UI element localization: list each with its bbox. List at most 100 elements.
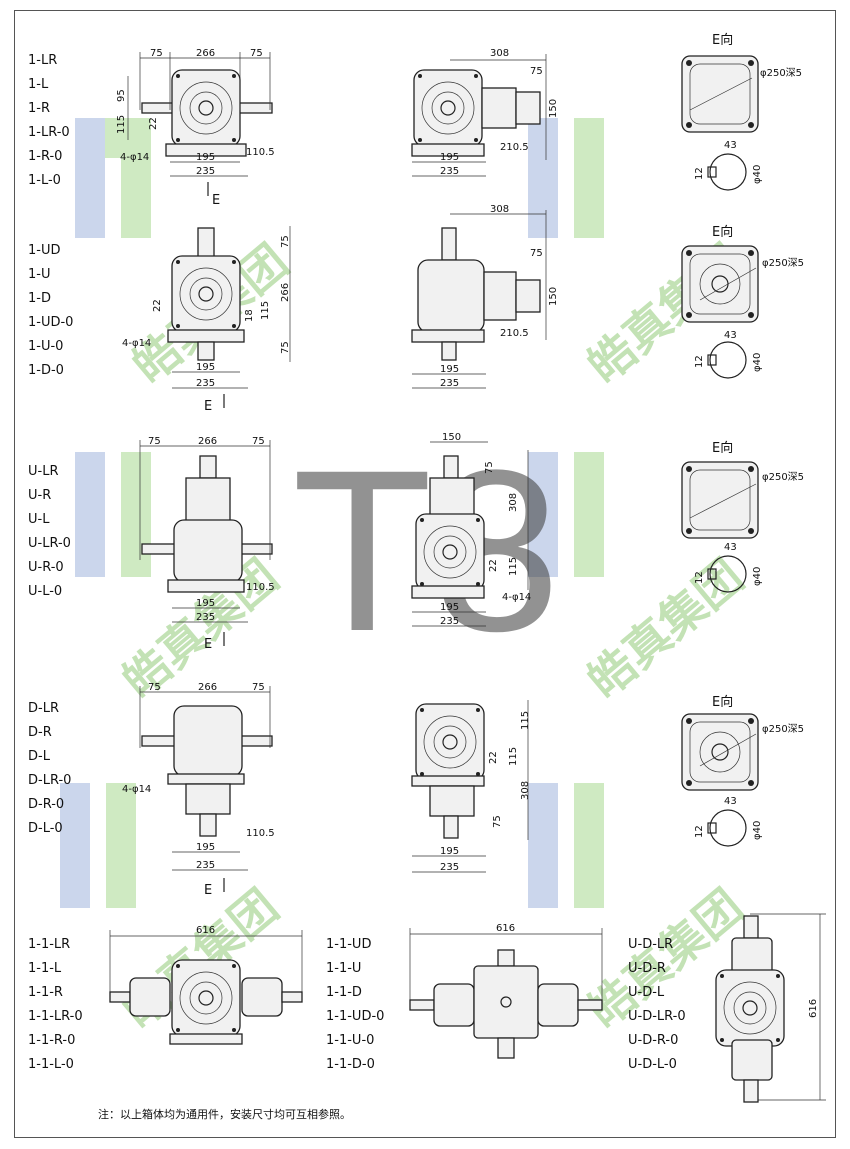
e-view-1: E向 φ250深5 43 12 φ40 — [681, 32, 802, 191]
svg-text:U-LR: U-LR — [28, 464, 58, 479]
svg-text:22: 22 — [152, 299, 163, 312]
svg-text:75: 75 — [252, 682, 265, 693]
svg-text:D-L: D-L — [28, 749, 51, 764]
svg-text:D-R: D-R — [28, 725, 52, 740]
svg-text:U-D-R: U-D-R — [628, 961, 666, 976]
svg-text:E向: E向 — [712, 32, 733, 48]
svg-text:12: 12 — [694, 825, 705, 838]
svg-text:235: 235 — [196, 378, 215, 389]
assembly-view-2: 616 — [409, 923, 603, 1059]
svg-text:φ250深5: φ250深5 — [760, 67, 802, 79]
svg-text:235: 235 — [440, 862, 459, 873]
svg-text:4-φ14: 4-φ14 — [122, 338, 151, 349]
front-view-2: 75 266 22 18 115 4-φ14 75 195 235 E — [122, 226, 291, 414]
svg-text:1-1-UD-0: 1-1-UD-0 — [326, 1009, 384, 1024]
svg-text:150: 150 — [548, 99, 559, 118]
svg-text:1-1-LR-0: 1-1-LR-0 — [28, 1009, 83, 1024]
svg-text:12: 12 — [694, 355, 705, 368]
svg-text:U-LR-0: U-LR-0 — [28, 536, 71, 551]
svg-text:616: 616 — [496, 923, 515, 934]
svg-text:1-UD: 1-UD — [28, 243, 61, 258]
svg-text:308: 308 — [490, 48, 509, 59]
svg-text:235: 235 — [440, 378, 459, 389]
svg-text:4-φ14: 4-φ14 — [502, 592, 531, 603]
svg-text:φ40: φ40 — [752, 567, 763, 586]
svg-text:22: 22 — [488, 559, 499, 572]
svg-text:75: 75 — [148, 436, 161, 447]
svg-text:75: 75 — [252, 436, 265, 447]
svg-text:110.5: 110.5 — [246, 147, 275, 158]
svg-text:75: 75 — [280, 341, 291, 354]
svg-text:E向: E向 — [712, 440, 733, 456]
svg-text:1-1-UD: 1-1-UD — [326, 937, 371, 952]
svg-text:1-D: 1-D — [28, 291, 51, 306]
svg-text:75: 75 — [530, 248, 543, 259]
svg-text:φ250深5: φ250深5 — [762, 471, 804, 483]
svg-text:U-R: U-R — [28, 488, 51, 503]
svg-text:D-LR-0: D-LR-0 — [28, 773, 71, 788]
svg-text:75: 75 — [250, 48, 263, 59]
svg-text:1-1-LR: 1-1-LR — [28, 937, 70, 952]
svg-text:1-LR-0: 1-LR-0 — [28, 125, 70, 140]
svg-text:43: 43 — [724, 330, 737, 341]
svg-text:12: 12 — [694, 571, 705, 584]
svg-text:110.5: 110.5 — [246, 582, 275, 593]
svg-text:1-U: 1-U — [28, 267, 50, 282]
section-3: U-LR U-R U-L U-LR-0 U-R-0 U-L-0 75 266 7… — [28, 432, 804, 652]
svg-text:φ40: φ40 — [752, 353, 763, 372]
svg-text:266: 266 — [198, 682, 217, 693]
svg-text:18: 18 — [244, 309, 255, 322]
svg-text:U-L-0: U-L-0 — [28, 584, 62, 599]
side-view-3: 150 75 308 22 115 4-φ14 195 235 — [411, 432, 531, 627]
svg-text:43: 43 — [724, 140, 737, 151]
e-view-4: E向 φ250深5 43 12 φ40 — [681, 694, 804, 847]
svg-text:235: 235 — [196, 166, 215, 177]
svg-text:1-U-0: 1-U-0 — [28, 339, 63, 354]
svg-text:75: 75 — [150, 48, 163, 59]
svg-text:U-D-R-0: U-D-R-0 — [628, 1033, 678, 1048]
side-view-4: 115 22 115 308 75 195 235 — [411, 700, 531, 873]
svg-text:1-R: 1-R — [28, 101, 50, 116]
svg-text:1-L: 1-L — [28, 77, 49, 92]
svg-text:75: 75 — [484, 461, 495, 474]
svg-text:115: 115 — [508, 747, 519, 766]
svg-text:U-D-L: U-D-L — [628, 985, 665, 1000]
svg-text:1-LR: 1-LR — [28, 53, 57, 68]
svg-text:308: 308 — [508, 493, 519, 512]
svg-text:22: 22 — [488, 751, 499, 764]
svg-text:4-φ14: 4-φ14 — [122, 784, 151, 795]
svg-text:235: 235 — [440, 166, 459, 177]
e-view-3: E向 φ250深5 43 12 φ40 — [681, 440, 804, 593]
drawing-sheet — [14, 10, 836, 1138]
svg-text:210.5: 210.5 — [500, 142, 529, 153]
svg-text:308: 308 — [490, 204, 509, 215]
svg-text:1-1-L: 1-1-L — [28, 961, 62, 976]
svg-text:1-D-0: 1-D-0 — [28, 363, 64, 378]
svg-text:115: 115 — [116, 115, 127, 134]
svg-text:115: 115 — [520, 711, 531, 730]
svg-text:235: 235 — [196, 612, 215, 623]
svg-text:195: 195 — [196, 152, 215, 163]
svg-text:E向: E向 — [712, 694, 733, 710]
svg-text:308: 308 — [520, 781, 531, 800]
svg-text:115: 115 — [508, 557, 519, 576]
svg-text:195: 195 — [440, 846, 459, 857]
side-view-2: 308 75 150 210.5 195 235 — [411, 204, 559, 389]
svg-text:D-LR: D-LR — [28, 701, 59, 716]
svg-text:1-1-U: 1-1-U — [326, 961, 361, 976]
svg-text:4-φ14: 4-φ14 — [120, 152, 149, 163]
svg-text:235: 235 — [440, 616, 459, 627]
svg-text:12: 12 — [694, 167, 705, 180]
side-view-1: 308 75 150 195 210.5 235 — [411, 48, 559, 177]
svg-text:150: 150 — [548, 287, 559, 306]
svg-text:75: 75 — [148, 682, 161, 693]
e-view-2: E向 φ250深5 43 12 φ40 — [681, 224, 804, 379]
svg-text:150: 150 — [442, 432, 461, 443]
svg-text:E: E — [204, 883, 212, 898]
svg-text:235: 235 — [196, 860, 215, 871]
svg-text:E: E — [204, 637, 212, 652]
svg-text:195: 195 — [440, 364, 459, 375]
svg-text:115: 115 — [260, 301, 271, 320]
svg-text:D-L-0: D-L-0 — [28, 821, 63, 836]
